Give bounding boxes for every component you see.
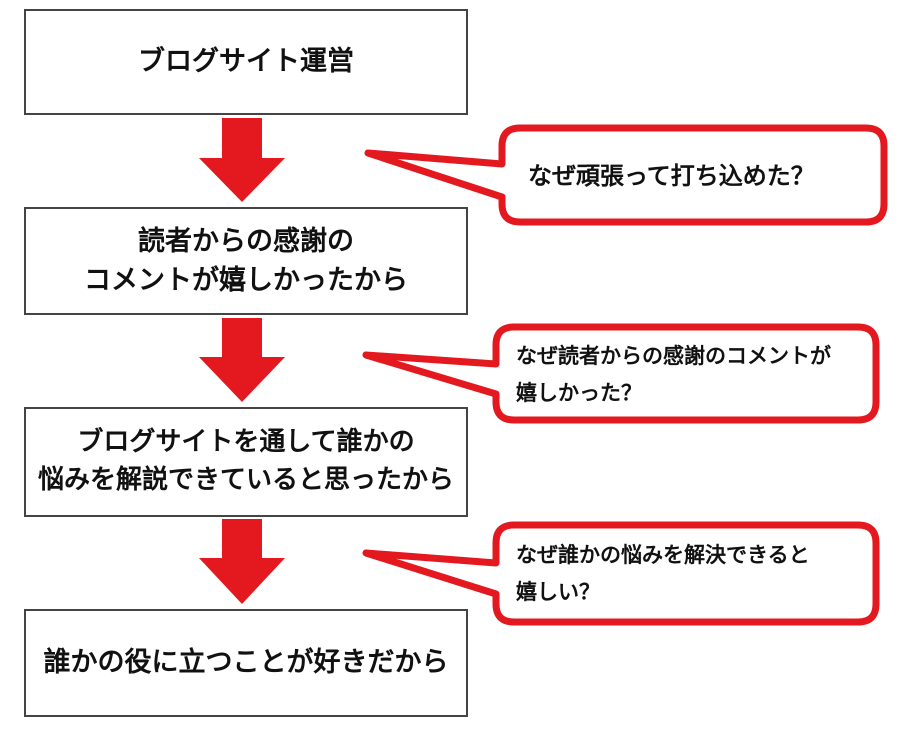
- step-box-1: ブログサイト運営: [24, 9, 468, 115]
- step-text-4: 誰かの役に立つことが好きだから: [43, 647, 449, 679]
- step-box-3: ブログサイトを通して誰かの 悩みを解説できていると思ったから: [24, 407, 468, 517]
- question-text-3: なぜ誰かの悩みを解決できると 嬉しい？: [516, 543, 810, 604]
- step-text-1: ブログサイト運営: [138, 46, 354, 78]
- step-text-3: ブログサイトを通して誰かの 悩みを解説できていると思ったから: [37, 427, 454, 495]
- arrow-down-icon: [199, 318, 285, 402]
- step-box-2: 読者からの感謝の コメントが嬉しかったから: [24, 207, 468, 315]
- question-text-1: なぜ頑張って打ち込めた？: [528, 162, 815, 190]
- question-text-2: なぜ読者からの感謝のコメントが 嬉しかった？: [516, 344, 831, 405]
- arrow-down-icon: [199, 118, 285, 202]
- step-box-4: 誰かの役に立つことが好きだから: [24, 609, 468, 717]
- step-text-2: 読者からの感謝の コメントが嬉しかったから: [84, 225, 408, 296]
- arrow-down-icon: [199, 519, 285, 604]
